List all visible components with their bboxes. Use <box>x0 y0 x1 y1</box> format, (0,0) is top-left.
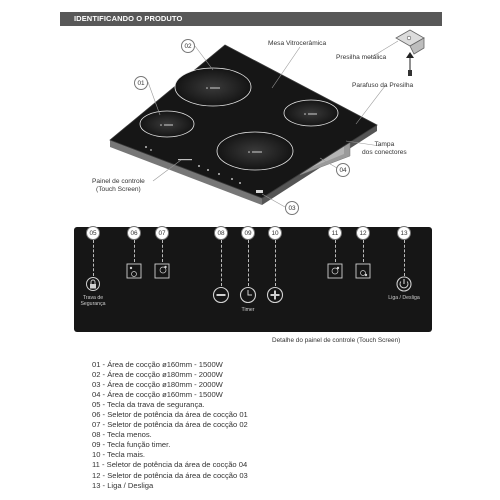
label-tampa-line1: Tampa <box>374 141 395 148</box>
burner-02: ◦ ━━ <box>174 67 252 107</box>
label-trava-seguranca: Trava de Segurança <box>80 295 106 307</box>
callout-11: 11 <box>328 226 342 240</box>
callout-10: 10 <box>268 226 282 240</box>
label-timer: Timer <box>241 307 255 313</box>
legend-item: 10 - Tecla mais. <box>92 450 146 460</box>
legend-item: 12 - Seletor de potência da área de cocç… <box>92 470 248 480</box>
legend-item: 06 - Seletor de potência da área de cocç… <box>92 410 248 420</box>
legend-item: 05 - Tecla da trava de segurança. <box>92 400 205 410</box>
metal-clip-illustration <box>395 29 425 76</box>
label-painel-line1: Painel de controle <box>92 178 145 185</box>
legend-item: 08 - Tecla menos. <box>92 430 152 440</box>
callout-01: 01 <box>134 76 148 90</box>
legend-item: 03 - Área de cocção ø180mm - 2000W <box>92 380 223 390</box>
callout-13: 13 <box>397 226 411 240</box>
callout-04: 04 <box>336 163 350 177</box>
callout-07: 07 <box>155 226 169 240</box>
label-mesa-vitroceramica: Mesa Vitrocerâmica <box>268 40 327 47</box>
callout-02: 02 <box>181 39 195 53</box>
leader-10 <box>275 240 276 286</box>
legend-list: 01 - Área de cocção ø160mm - 1500W 02 - … <box>92 360 248 491</box>
leader-05 <box>93 240 94 276</box>
glass-touch-marks <box>145 146 263 193</box>
label-presilha-metalica: Presilha metálica <box>336 54 387 61</box>
burner-03 <box>216 131 294 171</box>
callout-08: 08 <box>214 226 228 240</box>
callout-05: 05 <box>86 226 100 240</box>
legend-item: 04 - Área de cocção ø160mm - 1500W <box>92 390 223 400</box>
label-trava-line1: Trava de <box>82 295 104 301</box>
leader-09 <box>248 240 249 286</box>
cooktop-front-edge <box>110 140 262 205</box>
control-panel-detail <box>74 227 432 332</box>
burner-04 <box>283 99 339 127</box>
callout-09: 09 <box>241 226 255 240</box>
label-tampa-line2: dos conectores <box>362 148 407 156</box>
section-header: IDENTIFICANDO O PRODUTO <box>60 12 442 26</box>
leader-13 <box>404 240 405 276</box>
legend-item: 11 - Seletor de potência da área de cocç… <box>92 460 248 470</box>
label-trava-line2: Segurança <box>80 301 106 308</box>
legend-item: 13 - Liga / Desliga <box>92 480 154 490</box>
label-tampa-conectores: Tampa dos conectores <box>362 141 407 156</box>
panel-caption: Detalhe do painel de controle (Touch Scr… <box>272 337 401 344</box>
cooktop-illustration: ◦ ━━ <box>109 29 425 208</box>
callout-12: 12 <box>356 226 370 240</box>
legend-item: 01 - Área de cocção ø160mm - 1500W <box>92 360 223 369</box>
label-painel-line2: (Touch Screen) <box>96 185 141 193</box>
label-painel-controle: Painel de controle (Touch Screen) <box>92 178 145 193</box>
label-parafuso-presilha: Parafuso da Presilha <box>352 82 414 89</box>
legend-item: 02 - Área de cocção ø180mm - 2000W <box>92 370 223 380</box>
burner-01 <box>139 110 195 138</box>
leader-12 <box>363 240 364 262</box>
label-liga-desliga: Liga / Desliga <box>388 295 420 301</box>
legend-item: 07 - Seletor de potência da área de cocç… <box>92 420 248 430</box>
leader-07 <box>162 240 163 262</box>
callout-06: 06 <box>127 226 141 240</box>
legend-item: 09 - Tecla função timer. <box>92 440 171 450</box>
leader-08 <box>221 240 222 286</box>
leader-06 <box>134 240 135 262</box>
callout-03: 03 <box>285 201 299 215</box>
leader-11 <box>335 240 336 262</box>
